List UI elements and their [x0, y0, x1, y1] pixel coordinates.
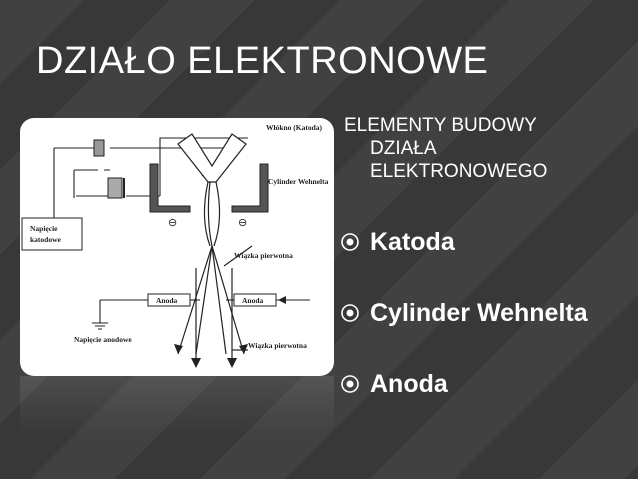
wehnelt-left [149, 163, 191, 213]
heading-line-2: DZIAŁA [370, 138, 437, 159]
circled-bullet-icon [341, 304, 359, 322]
bullet-list: Katoda Cylinder Wehnelta Anoda [340, 222, 588, 435]
label-cathode-voltage-2: katodowe [30, 235, 62, 244]
label-anode-left: Anoda [156, 296, 178, 305]
wehnelt-right [231, 163, 269, 213]
battery-upper [93, 139, 105, 157]
bullet-item-katoda: Katoda [340, 222, 588, 262]
circled-bullet-icon [341, 233, 359, 251]
cathode-voltage-box [21, 217, 83, 251]
minus-right-icon: ⊖ [238, 217, 247, 229]
diagram-reflection [20, 376, 334, 436]
label-anode-right: Anoda [242, 296, 264, 305]
bullet-label: Katoda [370, 227, 455, 256]
section-heading: ELEMENTY BUDOWY DZIAŁA ELEKTRONOWEGO [344, 114, 604, 183]
label-wehnelt: Cylinder Wehnelta [268, 177, 329, 186]
label-beam-upper: Wiązka pierwotna [234, 251, 293, 260]
electron-beam [177, 181, 253, 355]
label-filament: Włókno (Katoda) [266, 123, 323, 132]
slide-title: DZIAŁO ELEKTRONOWE [36, 40, 489, 82]
diagram-svg: Włókno (Katoda) Cylinder Wehnelta Napięc… [21, 123, 329, 368]
label-beam-lower: Wiązka pierwotna [248, 341, 307, 350]
circled-bullet-icon [341, 375, 359, 393]
bullet-item-anoda: Anoda [340, 364, 588, 404]
cathode-filament [177, 133, 247, 183]
bullet-item-cylinder: Cylinder Wehnelta [340, 293, 588, 333]
electron-gun-diagram: Włókno (Katoda) Cylinder Wehnelta Napięc… [20, 118, 334, 376]
heading-line-1: ELEMENTY BUDOWY [344, 115, 537, 136]
heading-line-3: ELEKTRONOWEGO [370, 161, 548, 182]
label-anode-voltage: Napięcie anodowe [74, 335, 132, 344]
label-cathode-voltage-1: Napięcie [30, 224, 58, 233]
bullet-label: Anoda [370, 369, 448, 398]
battery-lower [107, 177, 123, 199]
minus-left-icon: ⊖ [168, 217, 177, 229]
bullet-label: Cylinder Wehnelta [370, 298, 588, 327]
